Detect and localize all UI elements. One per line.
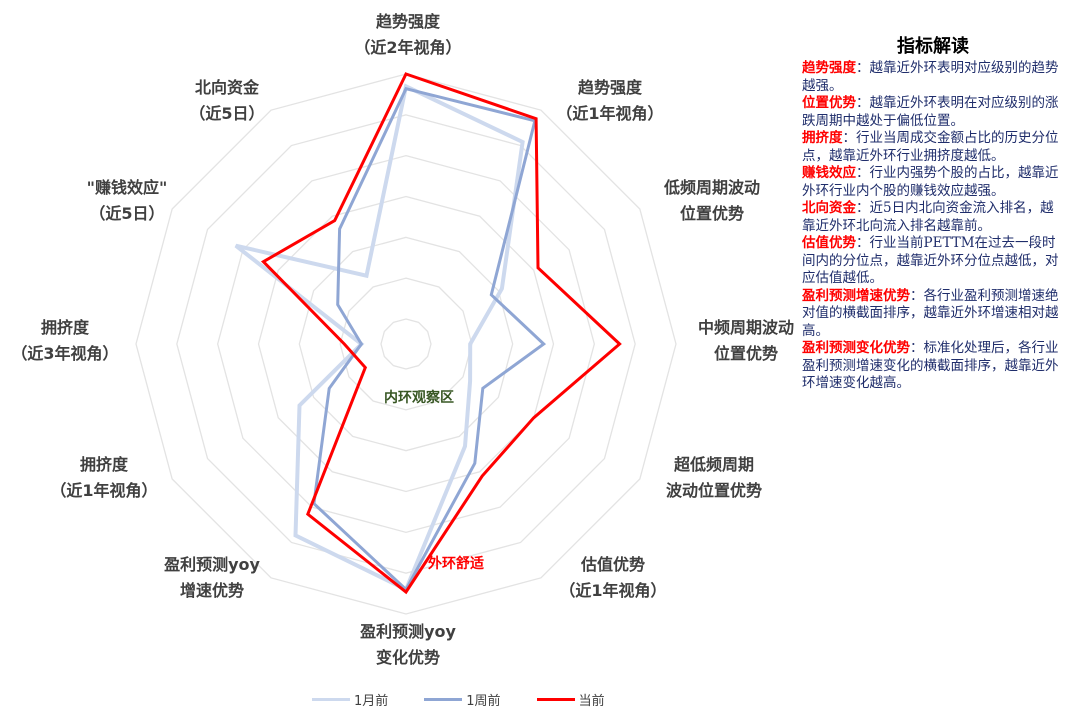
note-item: 赚钱效应：行业内强势个股的占比，越靠近外环行业内个股的赚钱效应越强。 (802, 165, 1064, 200)
axis-label-12-line-1: 北向资金 (195, 78, 260, 97)
series-line-3 (260, 72, 622, 595)
axis-label-11-line-2: （近5日） (89, 204, 164, 223)
note-term: 趋势强度 (802, 60, 856, 76)
note-text: ：各行业盈利预测增速绝对值的横截面排序，越靠近外环增速相对越高。 (802, 287, 1059, 339)
note-term: 拥挤度 (802, 130, 843, 146)
axis-label-4-line-2: 位置优势 (714, 344, 778, 363)
axis-label-3-line-2: 位置优势 (680, 204, 744, 223)
grid-ring-inner (380, 318, 432, 370)
radar-series (234, 72, 622, 595)
note-term: 估值优势 (802, 235, 856, 251)
legend-label: 当前 (578, 693, 605, 709)
radar-chart: 趋势强度（近2年视角）趋势强度（近1年视角）低频周期波动位置优势中频周期波动位置… (11, 12, 794, 667)
legend-item: 1周前 (424, 690, 501, 709)
inner-ring-annotation: 内环观察区 (384, 389, 454, 406)
grid-ring (339, 277, 473, 411)
legend-label: 1周前 (466, 693, 501, 709)
note-item: 趋势强度：越靠近外环表明对应级别的趋势越强。 (802, 60, 1064, 95)
note-term: 赚钱效应 (802, 165, 856, 181)
note-term: 北向资金 (802, 200, 856, 216)
axis-label-8-line-1: 盈利预测yoy (163, 555, 260, 574)
axis-label-9-line-2: （近1年视角） (50, 481, 157, 500)
axis-labels: 趋势强度（近2年视角）趋势强度（近1年视角）低频周期波动位置优势中频周期波动位置… (11, 12, 794, 667)
note-text: ：越靠近外环表明在对应级别的涨跌周期中越处于偏低位置。 (802, 95, 1059, 129)
legend-item: 当前 (536, 690, 605, 709)
note-text: ：近5日内北向资金流入排名，越靠近外环北向流入排名越靠前。 (802, 200, 1054, 234)
note-text: ：行业当周成交金额占比的历史分位点，越靠近外环行业拥挤度越低。 (802, 130, 1059, 164)
note-item: 拥挤度：行业当周成交金额占比的历史分位点，越靠近外环行业拥挤度越低。 (802, 130, 1064, 165)
legend-label: 1月前 (354, 693, 389, 709)
grid-ring (176, 114, 636, 574)
chart-legend: 1月前 1周前 当前 (312, 688, 641, 710)
axis-label-2-line-1: 趋势强度 (578, 78, 643, 97)
axis-label-6-line-2: （近1年视角） (559, 581, 666, 600)
notes-title: 指标解读 (897, 36, 969, 57)
axis-label-4-line-1: 中频周期波动 (698, 318, 794, 337)
radar-grid (135, 73, 677, 615)
indicator-notes-panel: 指标解读 趋势强度：越靠近外环表明对应级别的趋势越强。位置优势：越靠近外环表明在… (802, 32, 1064, 393)
note-text: ：标准化处理后，各行业盈利预测增速变化的横截面排序，越靠近外环增速变化越高。 (802, 340, 1059, 391)
note-term: 盈利预测变化优势 (802, 340, 910, 356)
outer-ring-annotation: 外环舒适 (428, 555, 484, 572)
grid-ring (257, 195, 555, 493)
axis-label-3-line-1: 低频周期波动 (663, 178, 760, 197)
axis-label-5-line-2: 波动位置优势 (666, 481, 762, 500)
axis-label-10-line-1: 拥挤度 (41, 318, 90, 337)
axis-label-5-line-1: 超低频周期 (673, 455, 754, 474)
grid-ring (298, 236, 514, 452)
series-line-2 (312, 86, 547, 592)
note-item: 盈利预测增速优势：各行业盈利预测增速绝对值的横截面排序，越靠近外环增速相对越高。 (802, 288, 1064, 341)
axis-label-2-line-2: （近1年视角） (556, 104, 663, 123)
legend-swatch (536, 697, 575, 701)
axis-label-12-line-2: （近5日） (189, 104, 264, 123)
note-item: 北向资金：近5日内北向资金流入排名，越靠近外环北向流入排名越靠前。 (802, 200, 1064, 235)
axis-label-1-line-2: （近2年视角） (354, 38, 461, 57)
legend-item: 1月前 (312, 690, 388, 709)
axis-label-10-line-2: （近3年视角） (11, 344, 118, 363)
axis-label-11-line-1: "赚钱效应" (87, 178, 168, 197)
axis-label-9-line-1: 拥挤度 (80, 455, 129, 474)
note-text: ：越靠近外环表明对应级别的趋势越强。 (802, 60, 1059, 94)
axis-label-7-line-1: 盈利预测yoy (359, 622, 456, 641)
note-text: ：行业当前PETTM在过去一段时间内的分位点，越靠近外环分位点越低，对应估值越低… (802, 235, 1059, 286)
axis-label-6-line-1: 估值优势 (580, 555, 645, 574)
grid-ring (135, 73, 677, 615)
note-term: 盈利预测增速优势 (802, 287, 910, 304)
notes-list: 趋势强度：越靠近外环表明对应级别的趋势越强。位置优势：越靠近外环表明在对应级别的… (802, 60, 1064, 393)
note-term: 位置优势 (802, 95, 856, 111)
series-line-1 (234, 83, 525, 593)
note-item: 位置优势：越靠近外环表明在对应级别的涨跌周期中越处于偏低位置。 (802, 95, 1064, 130)
axis-label-8-line-2: 增速优势 (180, 581, 244, 600)
legend-swatch (424, 697, 463, 701)
note-item: 盈利预测变化优势：标准化处理后，各行业盈利预测增速变化的横截面排序，越靠近外环增… (802, 340, 1064, 393)
axis-label-1-line-1: 趋势强度 (376, 12, 441, 31)
note-item: 估值优势：行业当前PETTM在过去一段时间内的分位点，越靠近外环分位点越低，对应… (802, 235, 1064, 288)
axis-label-7-line-2: 变化优势 (376, 648, 440, 667)
note-text: ：行业内强势个股的占比，越靠近外环行业内个股的赚钱效应越强。 (802, 165, 1059, 199)
legend-swatch (312, 697, 350, 701)
